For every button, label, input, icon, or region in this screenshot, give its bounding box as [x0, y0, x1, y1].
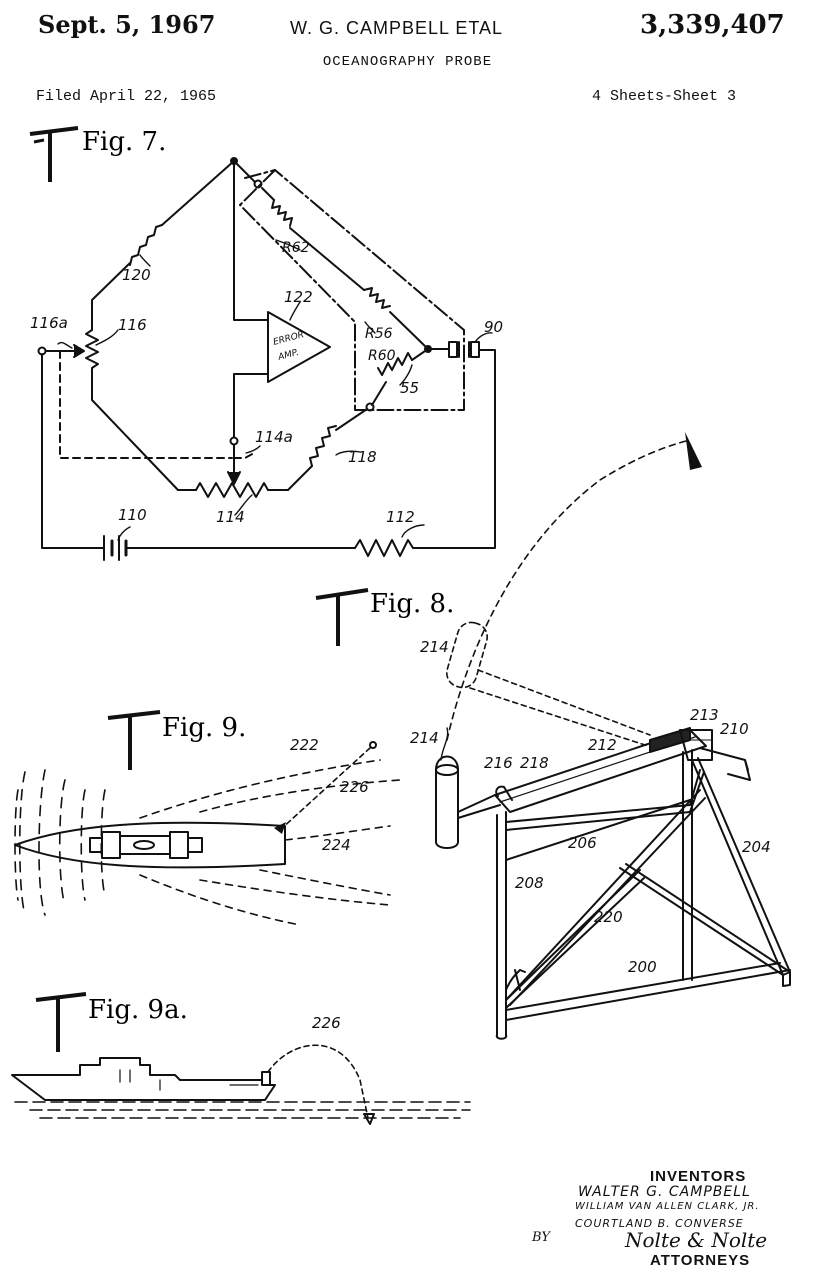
label-116a: 116a	[30, 314, 68, 332]
sheet-number: 4 Sheets-Sheet 3	[592, 88, 737, 105]
patent-title: OCEANOGRAPHY PROBE	[322, 54, 493, 70]
label-R56: R56	[365, 326, 393, 342]
fig9a-caption: Fig. 9a.	[88, 995, 188, 1025]
fig8-title	[315, 588, 369, 646]
connector-55	[448, 341, 458, 358]
resistor-R56	[363, 287, 391, 309]
resistor-112	[354, 539, 414, 557]
label-90: 90	[484, 318, 503, 336]
label-amp-2: AMP.	[276, 348, 300, 363]
resistor-120	[129, 224, 163, 266]
label-amp-1: ERROR	[272, 330, 305, 348]
fig7-dashdot-enclosure	[239, 169, 465, 411]
label-212: 212	[588, 736, 617, 754]
resistor-R60	[377, 352, 413, 376]
attorney-signature: Nolte & Nolte	[625, 1228, 768, 1252]
error-amp	[267, 311, 331, 383]
resistor-114	[195, 482, 269, 498]
inventor-name-2: WILLIAM VAN ALLEN CLARK, JR.	[575, 1201, 760, 1212]
label-204: 204	[742, 838, 771, 856]
fig9a-ship-side	[11, 1044, 471, 1125]
label-114: 114	[216, 508, 245, 526]
fig7-dashed-links	[59, 350, 257, 459]
label-116: 116	[118, 316, 147, 334]
potentiometer-116	[85, 329, 99, 369]
inventor-name-3: COURTLAND B. CONVERSE	[575, 1217, 744, 1230]
label-220: 220	[594, 908, 623, 926]
label-112: 112	[386, 508, 415, 526]
fig7-title	[29, 126, 79, 182]
resistor-118	[309, 425, 337, 467]
fig8-caption: Fig. 8.	[370, 589, 454, 619]
label-110: 110	[118, 506, 147, 524]
label-222: 222	[290, 736, 319, 754]
label-226-side: 226	[312, 1014, 341, 1032]
fig9a-title	[35, 992, 87, 1052]
label-114a: 114a	[255, 428, 293, 446]
fig9-ship-top	[14, 741, 401, 926]
label-R60: R60	[368, 348, 396, 364]
patent-number: 3,339,407	[640, 10, 785, 40]
label-218: 218	[520, 754, 549, 772]
label-R62: R62	[282, 240, 310, 256]
fig7-circuit	[37, 157, 496, 561]
label-214-flight: 214	[420, 638, 449, 656]
attorneys-label: ATTORNEYS	[650, 1252, 751, 1269]
label-210: 210	[720, 720, 749, 738]
leader-lines	[57, 239, 493, 541]
inventor-name-1: WALTER G. CAMPBELL	[578, 1184, 751, 1200]
label-122: 122	[284, 288, 313, 306]
filed-date: Filed April 22, 1965	[36, 88, 217, 105]
label-208: 208	[515, 874, 544, 892]
label-118: 118	[348, 448, 377, 466]
label-120: 120	[122, 266, 151, 284]
label-55: 55	[400, 379, 419, 397]
fig7-caption: Fig. 7.	[82, 127, 166, 157]
label-226: 226	[340, 778, 369, 796]
connector-90	[470, 341, 480, 358]
resistor-R62	[271, 199, 293, 227]
label-214-cradle: 214	[410, 729, 439, 747]
inventor-header: W. G. CAMPBELL ETAL	[290, 18, 504, 38]
fig9-title	[107, 710, 161, 770]
label-213: 213	[690, 706, 719, 724]
label-206: 206	[568, 834, 597, 852]
fig9-caption: Fig. 9.	[162, 713, 246, 743]
inventors-heading: INVENTORS	[650, 1168, 747, 1185]
figure-titles	[29, 126, 369, 1052]
fig8-launcher	[435, 432, 791, 1040]
label-224: 224	[322, 836, 351, 854]
label-216: 216	[484, 754, 513, 772]
label-200: 200	[628, 958, 657, 976]
patent-date: Sept. 5, 1967	[38, 10, 216, 39]
by-label: BY	[532, 1230, 550, 1245]
